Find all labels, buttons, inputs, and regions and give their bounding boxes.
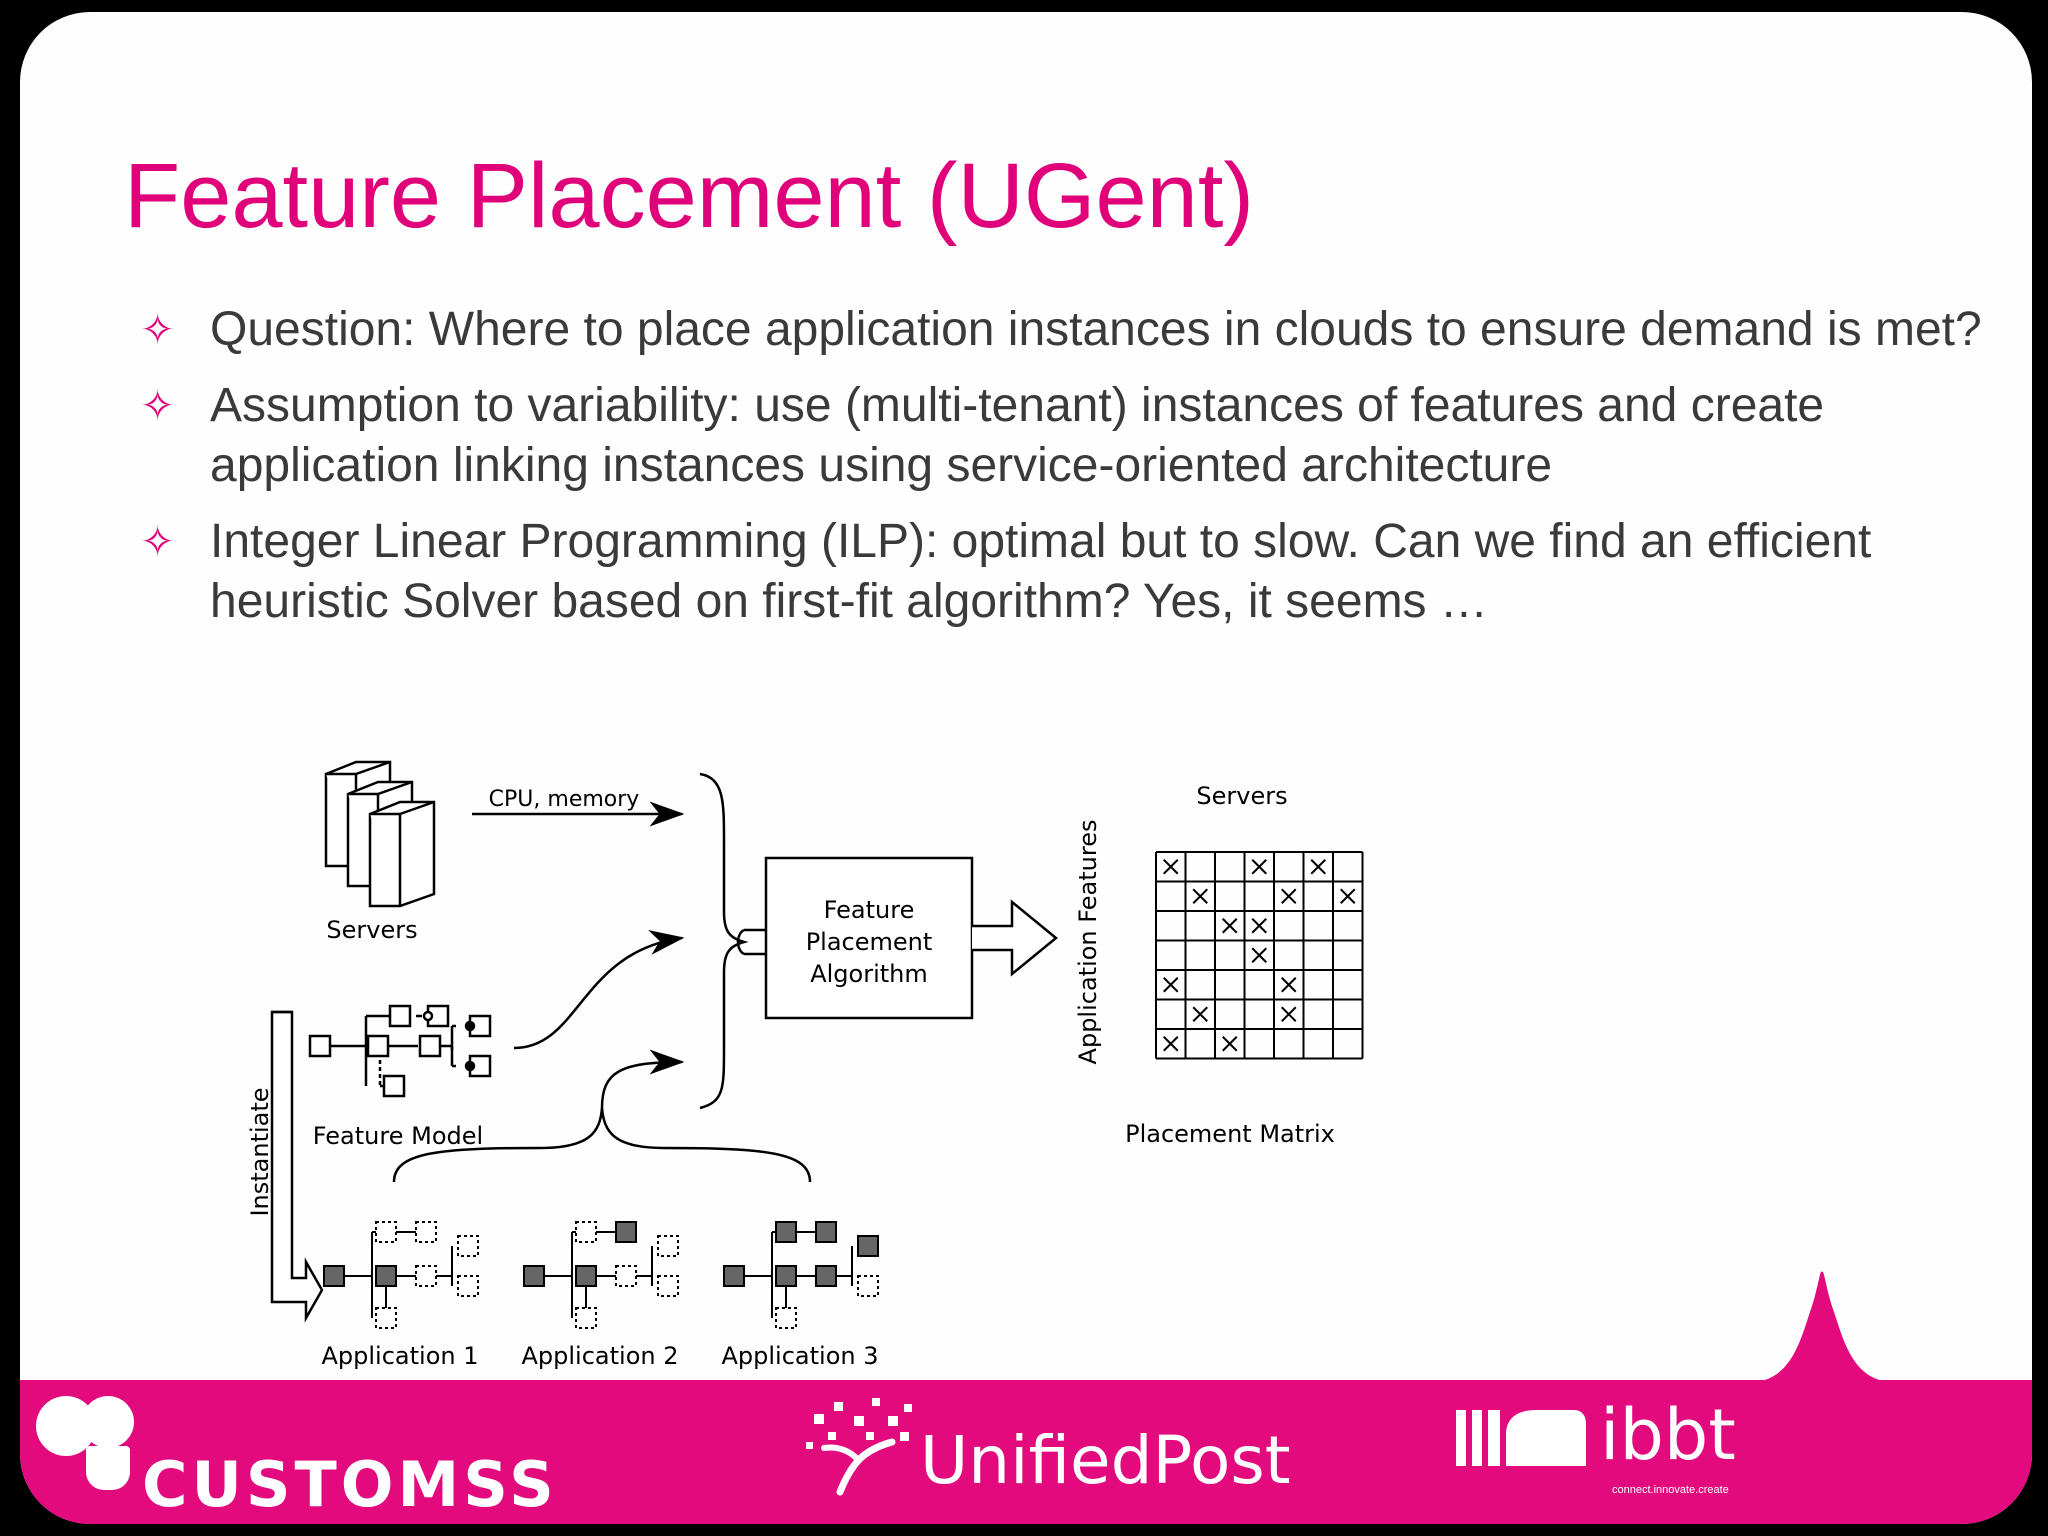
bullet-text: Question: Where to place application ins… [210, 303, 1982, 356]
algorithm-label-line2: Placement [806, 928, 933, 956]
feature-model-tree [308, 1004, 492, 1098]
application-trees [323, 1221, 879, 1329]
four-point-star-icon: ✧ [140, 306, 176, 353]
tree-node [375, 1221, 397, 1243]
tree-node [615, 1221, 637, 1243]
placement-matrix [1155, 851, 1364, 1060]
application-2-label: Application 2 [522, 1342, 679, 1370]
bullet-text: Assumption to variability: use (multi-te… [210, 379, 1825, 492]
tree-node [615, 1265, 637, 1287]
matrix-x-mark [1251, 859, 1267, 875]
application-1-label: Application 1 [322, 1342, 479, 1370]
tree-node [657, 1275, 679, 1297]
instantiate-label: Instantiate [246, 1087, 274, 1216]
feature-placement-diagram: Servers CPU, memory [246, 760, 1364, 1370]
algorithm-label-line3: Algorithm [810, 960, 928, 988]
tree-node [375, 1265, 397, 1287]
matrix-x-mark [1222, 1036, 1238, 1052]
matrix-x-mark [1340, 888, 1356, 904]
tree-node [415, 1265, 437, 1287]
customss-logo-mark-2 [82, 1396, 134, 1448]
bullet-item: ✧ Integer Linear Programming (ILP): opti… [140, 512, 2000, 632]
tree-node [775, 1221, 797, 1243]
algorithm-box [764, 856, 974, 1020]
matrix-servers-label: Servers [1196, 782, 1287, 810]
four-point-star-icon: ✧ [140, 518, 176, 565]
ibbt-logo: ibbt [1600, 1394, 1736, 1476]
bullet-item: ✧ Assumption to variability: use (multi-… [140, 376, 2000, 496]
tree-node [775, 1307, 797, 1329]
slide: Feature Placement (UGent) ✧ Question: Wh… [20, 12, 2032, 1524]
ibbt-tagline: connect.innovate.create [1612, 1484, 1729, 1496]
application-tree [723, 1221, 879, 1329]
algorithm-label-line1: Feature [824, 896, 915, 924]
cpu-memory-label: CPU, memory [489, 787, 640, 812]
matrix-x-mark [1281, 977, 1297, 993]
matrix-x-mark [1222, 918, 1238, 934]
tree-node [575, 1265, 597, 1287]
bullet-item: ✧ Question: Where to place application i… [140, 300, 2000, 360]
tree-node [457, 1275, 479, 1297]
tree-node [723, 1265, 745, 1287]
unifiedpost-logo: UnifiedPost [920, 1422, 1291, 1499]
tree-node [815, 1221, 837, 1243]
tree-node [375, 1307, 397, 1329]
feature-model-label: Feature Model [313, 1122, 483, 1150]
application-3-label: Application 3 [722, 1342, 879, 1370]
tree-node [857, 1235, 879, 1257]
matrix-x-mark [1281, 1006, 1297, 1022]
application-tree [523, 1221, 679, 1329]
matrix-x-mark [1281, 888, 1297, 904]
servers-icon [324, 760, 436, 908]
applications-arrow [600, 1049, 685, 1109]
bullet-list: ✧ Question: Where to place application i… [140, 300, 2000, 648]
output-arrow [972, 899, 1058, 977]
matrix-x-mark [1163, 977, 1179, 993]
tree-node [815, 1265, 837, 1287]
customss-logo: CUSTOMSS [142, 1448, 558, 1521]
customss-logo-mark-3 [86, 1446, 130, 1490]
application-tree [323, 1221, 479, 1329]
matrix-features-label: Application Features [1074, 820, 1102, 1065]
tree-node [415, 1221, 437, 1243]
tree-node [457, 1235, 479, 1257]
bullet-text: Integer Linear Programming (ILP): optima… [210, 515, 1872, 628]
matrix-x-mark [1251, 918, 1267, 934]
matrix-x-mark [1310, 859, 1326, 875]
feature-model-arrow [513, 930, 685, 1050]
four-point-star-icon: ✧ [140, 382, 176, 429]
matrix-x-mark [1192, 888, 1208, 904]
matrix-caption: Placement Matrix [1125, 1120, 1335, 1148]
slide-title: Feature Placement (UGent) [124, 145, 1255, 247]
matrix-x-mark [1192, 1006, 1208, 1022]
tree-node [575, 1221, 597, 1243]
inputs-brace [699, 772, 749, 1110]
instantiate-arrow [270, 1010, 324, 1323]
tree-node [575, 1307, 597, 1329]
tree-node [775, 1265, 797, 1287]
tree-node [323, 1265, 345, 1287]
matrix-x-mark [1251, 947, 1267, 963]
ibbt-logo-mark [1456, 1410, 1586, 1466]
matrix-x-mark [1163, 859, 1179, 875]
servers-label: Servers [326, 916, 417, 944]
tree-node [657, 1235, 679, 1257]
tree-node [857, 1275, 879, 1297]
matrix-x-mark [1163, 1036, 1179, 1052]
tree-node [523, 1265, 545, 1287]
unifiedpost-burst-icon [806, 1398, 912, 1496]
footer-bar: CUSTOMSS UnifiedPost [20, 1380, 2032, 1524]
